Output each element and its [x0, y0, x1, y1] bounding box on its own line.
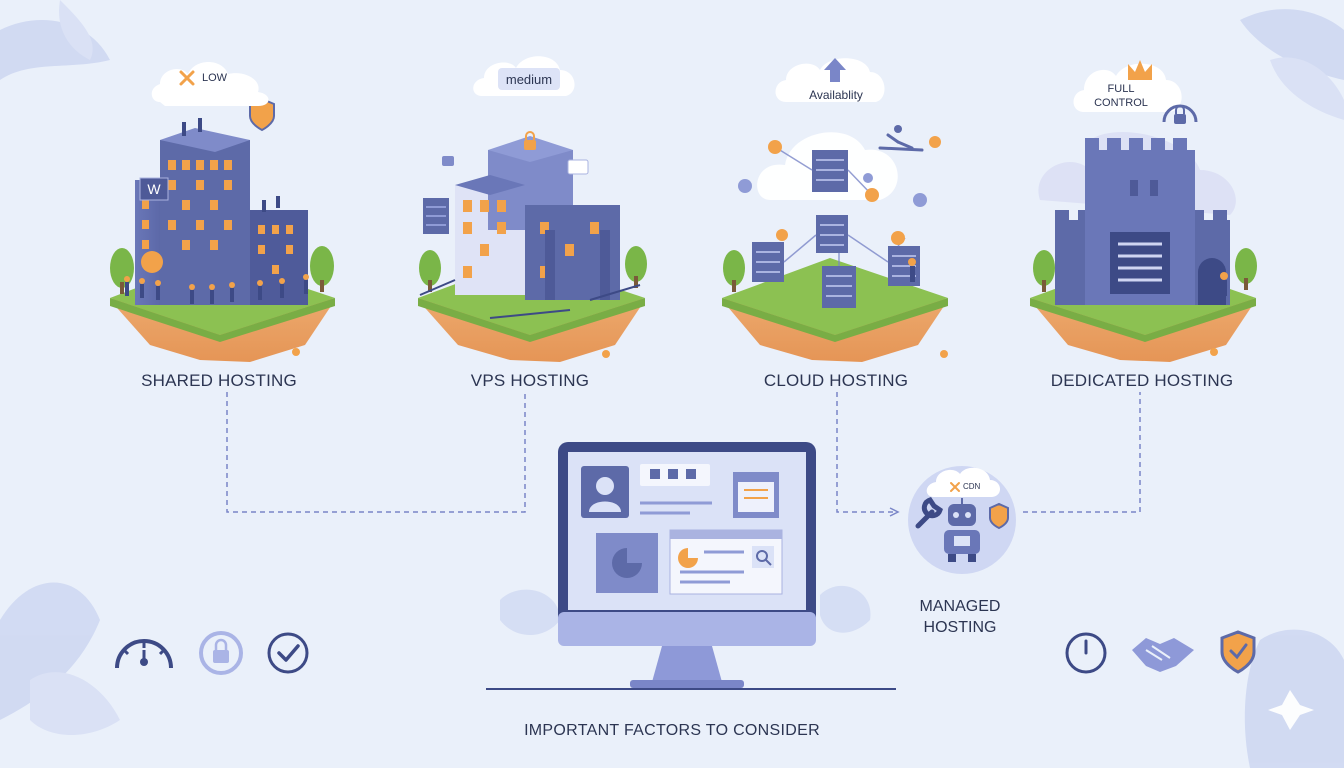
footer-title: IMPORTANT FACTORS TO CONSIDER [524, 722, 820, 739]
title-vps-hosting: VPS HOSTING [470, 371, 590, 390]
shield-check-icon [1220, 630, 1256, 674]
speedometer-icon [115, 639, 173, 669]
wrench-icon [915, 497, 943, 529]
title-dedicated-hosting: DEDICATED HOSTING [1050, 371, 1234, 390]
svg-text:W: W [147, 181, 161, 197]
arrow-up-icon [824, 58, 846, 82]
connector-lines [226, 392, 1141, 513]
badge-control-text: CONTROL [1094, 97, 1148, 109]
checkmark-icon [267, 632, 309, 674]
crown-icon [1128, 60, 1152, 80]
monitor [486, 442, 896, 690]
badge-cloud-low [151, 62, 269, 106]
managed-hosting-badge [908, 466, 1016, 574]
lock-icon [199, 631, 243, 675]
badge-low-text: LOW [202, 72, 228, 84]
shield-icon [989, 502, 1009, 530]
shared-hosting-island: W [110, 97, 335, 362]
badge-full-control-text: FULL CONTROL [1086, 82, 1156, 110]
clock-icon [1065, 632, 1107, 674]
badge-cloud-availability [775, 58, 885, 102]
dedicated-hosting-island [1030, 131, 1257, 362]
badge-full-text: FULL [1107, 83, 1135, 95]
title-cloud-hosting: CLOUD HOSTING [763, 371, 909, 390]
lock-gauge-icon [1162, 104, 1198, 124]
badge-medium-text: medium [505, 72, 553, 87]
badge-availability-text: Availablity [809, 88, 863, 102]
badge-cdn-text: CDN [963, 482, 981, 491]
vps-hosting-island [418, 131, 647, 362]
handshake-icon [1132, 638, 1194, 672]
x-icon [179, 70, 195, 86]
title-shared-hosting: SHARED HOSTING [141, 371, 297, 390]
badge-cloud-full-control [1073, 60, 1198, 124]
cloud-hosting-island [722, 125, 948, 362]
title-managed-hosting: MANAGED HOSTING [900, 596, 1020, 638]
robot-icon [944, 498, 980, 562]
managed-line-1: MANAGED [919, 598, 1001, 615]
managed-line-2: HOSTING [923, 619, 997, 636]
badge-cloud-medium [473, 56, 575, 96]
